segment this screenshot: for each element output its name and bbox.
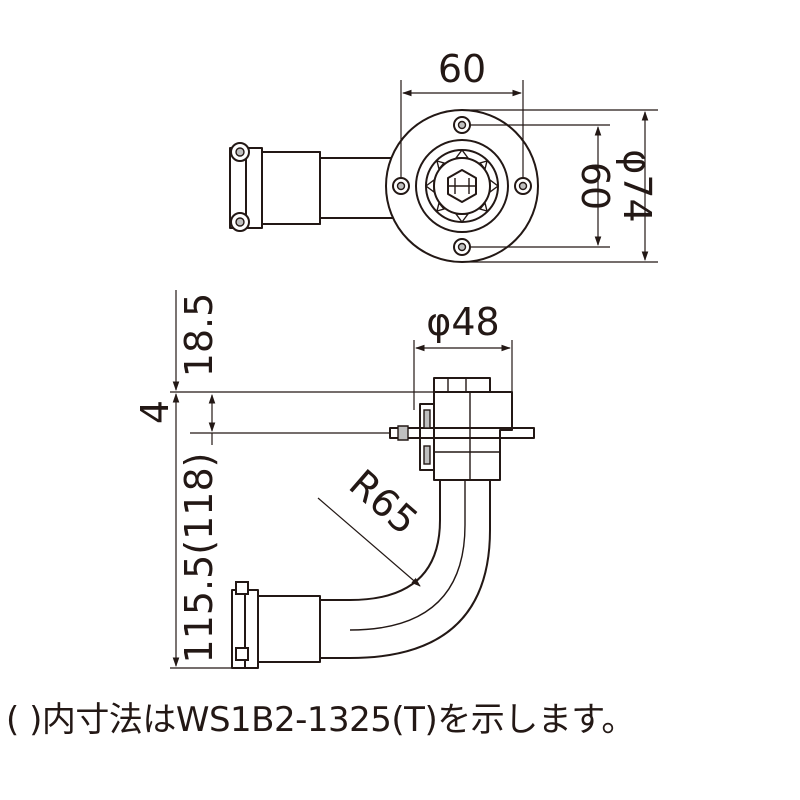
dim-body-diameter: φ48 xyxy=(426,300,499,344)
dim-top-height: 60 xyxy=(573,162,617,210)
footnote: ( )内寸法はWS1B2-1325(T)を示します。 xyxy=(6,700,635,740)
dim-offset-small: 4 xyxy=(133,400,177,424)
dim-flange-diameter: φ74 xyxy=(615,149,659,222)
top-view xyxy=(229,109,539,263)
dim-bend-radius: R65 xyxy=(341,461,426,543)
side-valve-cap xyxy=(433,377,491,393)
top-pipe xyxy=(319,151,396,225)
side-valve-body xyxy=(433,391,513,481)
top-valve-teeth xyxy=(424,148,500,224)
top-screw-holes xyxy=(392,116,532,256)
dim-offset-top: 18.5 xyxy=(177,293,221,378)
side-clip xyxy=(419,403,435,471)
top-dimensions: 60 60 φ74 xyxy=(400,47,659,263)
side-flange-plate xyxy=(389,427,535,439)
side-view xyxy=(231,377,535,669)
dim-top-width: 60 xyxy=(438,47,486,91)
top-valve-hex xyxy=(447,169,477,203)
elbow-outer xyxy=(319,479,491,659)
side-end-joint xyxy=(257,595,321,663)
dim-height: 115.5(118) xyxy=(177,453,221,664)
top-pipe-joint xyxy=(261,151,321,225)
